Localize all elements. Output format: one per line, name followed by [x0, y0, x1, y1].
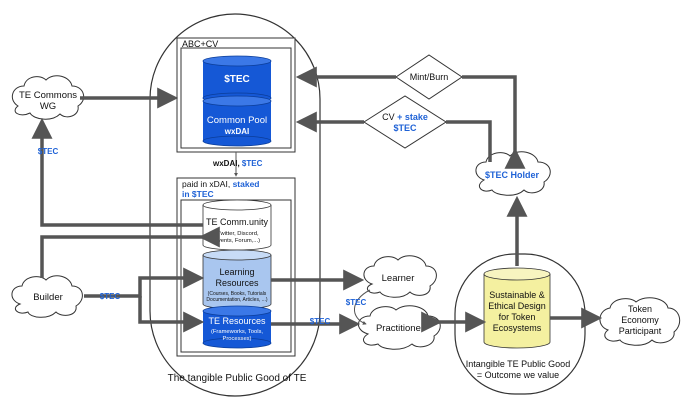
- cloud-te-commons-wg: TE Commons WG: [11, 75, 85, 120]
- svg-text:Sustainable &: Sustainable &: [489, 290, 545, 300]
- learning-resources-cylinder: Learning Resources (Courses, Books, Tuto…: [202, 249, 272, 310]
- cloud-tec-holder: $TEC Holder: [475, 151, 551, 196]
- svg-text:(Frameworks, Tools,: (Frameworks, Tools,: [211, 329, 263, 335]
- flow-label-resources-tec: $TEC: [310, 317, 331, 326]
- wxdai-tec-link-label: wxDAI, $TEC: [212, 159, 263, 168]
- svg-text:(Twitter, Discord,: (Twitter, Discord,: [215, 231, 259, 237]
- svg-text:$TEC: $TEC: [224, 74, 250, 85]
- te-resources-cylinder: TE Resources (Frameworks, Tools, Process…: [202, 305, 272, 349]
- svg-text:TE Resources: TE Resources: [208, 316, 266, 326]
- svg-text:Learner: Learner: [382, 273, 415, 284]
- svg-text:Documentation, Articles, ...): Documentation, Articles, ...): [206, 297, 267, 303]
- flow-label-commons-tec: $TEC: [38, 147, 59, 156]
- svg-text:CV + stake: CV + stake: [382, 112, 428, 122]
- svg-text:Participant: Participant: [619, 326, 662, 336]
- svg-text:TE Comm.unity: TE Comm.unity: [206, 217, 269, 227]
- flow-arrows: [31, 66, 603, 335]
- svg-text:Events, Forum,...): Events, Forum,...): [214, 238, 260, 244]
- svg-text:TE Commons: TE Commons: [19, 90, 77, 101]
- mint-burn-diamond: Mint/Burn: [395, 54, 463, 100]
- ethical-design-cylinder: Sustainable & Ethical Design for Token E…: [483, 267, 551, 349]
- intangible-caption-line2: = Outcome we value: [477, 370, 559, 380]
- paid-label: paid in xDAI, staked: [182, 179, 260, 189]
- svg-text:Economy: Economy: [621, 315, 659, 325]
- common-pool-cylinder: Common Pool wxDAI: [202, 95, 272, 147]
- svg-text:wxDAI: wxDAI: [224, 127, 249, 136]
- cloud-practitioner: Practitioner: [358, 305, 441, 350]
- learner-practitioner-link: [354, 289, 371, 325]
- svg-text:Mint/Burn: Mint/Burn: [410, 72, 449, 82]
- svg-text:Practitioner: Practitioner: [376, 323, 424, 334]
- intangible-caption-line1: Intangible TE Public Good: [466, 359, 570, 369]
- tangible-public-good-container: [149, 13, 321, 397]
- tec-cylinder: $TEC: [202, 55, 272, 104]
- svg-text:Token: Token: [628, 304, 652, 314]
- cloud-learner: Learner: [363, 255, 437, 298]
- svg-text:Resources: Resources: [215, 278, 259, 288]
- svg-text:Builder: Builder: [33, 292, 63, 303]
- svg-text:Common Pool: Common Pool: [207, 115, 267, 126]
- cv-stake-diamond: CV + stake $TEC: [363, 95, 447, 149]
- flow-label-learner-tec: $TEC: [346, 298, 367, 307]
- svg-text:in $TEC: in $TEC: [182, 189, 214, 199]
- svg-text:Ethical Design: Ethical Design: [488, 301, 546, 311]
- svg-text:WG: WG: [40, 101, 56, 112]
- svg-text:Ecosystems: Ecosystems: [493, 323, 542, 333]
- cloud-token-economy-participant: Token Economy Participant: [599, 297, 681, 346]
- flow-label-builder-tec: $TEC: [100, 292, 121, 301]
- tangible-caption: The tangible Public Good of TE: [168, 373, 307, 384]
- svg-text:Learning: Learning: [219, 267, 254, 277]
- svg-text:(Courses, Books, Tutorials: (Courses, Books, Tutorials: [208, 291, 267, 297]
- svg-text:for Token: for Token: [499, 312, 536, 322]
- svg-text:$TEC: $TEC: [393, 123, 417, 133]
- cloud-builder: Builder: [11, 275, 83, 318]
- svg-text:Processes): Processes): [223, 336, 252, 342]
- abc-cv-label: ABC+CV: [182, 39, 218, 49]
- svg-text:$TEC Holder: $TEC Holder: [485, 170, 540, 180]
- te-community-cylinder: TE Comm.unity (Twitter, Discord, Events,…: [202, 199, 272, 251]
